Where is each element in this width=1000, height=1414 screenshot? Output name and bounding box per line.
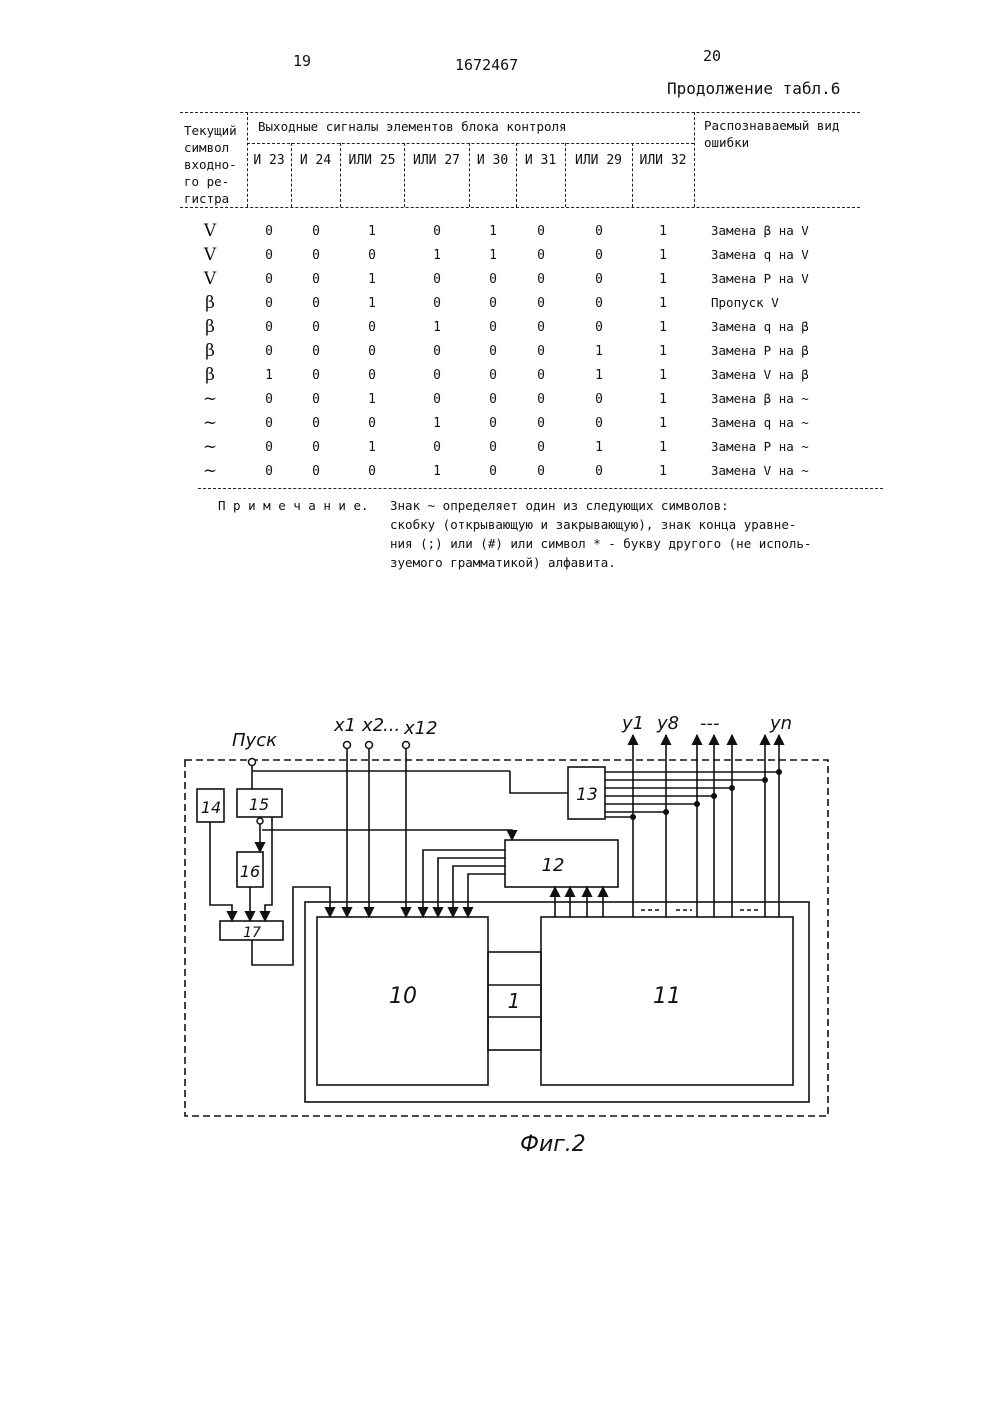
label-block-15: 15 <box>249 795 269 814</box>
label-start: Пуск <box>232 730 277 751</box>
label-block-17: 17 <box>243 925 261 941</box>
label-x2: x2 <box>361 715 384 736</box>
label-block-11: 11 <box>653 984 681 1009</box>
label-block-1: 1 <box>508 989 521 1013</box>
label-outputs-dots: --- <box>700 713 720 734</box>
label-y8: y8 <box>656 713 679 734</box>
label-block-14: 14 <box>201 798 221 817</box>
figure-caption: Фиг.2 <box>520 1132 586 1157</box>
label-block-13: 13 <box>576 785 598 805</box>
label-inputs-dots: ... <box>383 715 400 736</box>
label-block-10: 10 <box>389 984 417 1009</box>
label-y1: y1 <box>621 713 644 734</box>
inner-enclosure <box>305 902 809 1102</box>
label-x1: x1 <box>333 715 356 736</box>
label-yn: yn <box>769 713 792 734</box>
label-block-12: 12 <box>542 855 565 876</box>
label-x12: x12 <box>403 718 438 739</box>
label-block-16: 16 <box>240 862 260 881</box>
